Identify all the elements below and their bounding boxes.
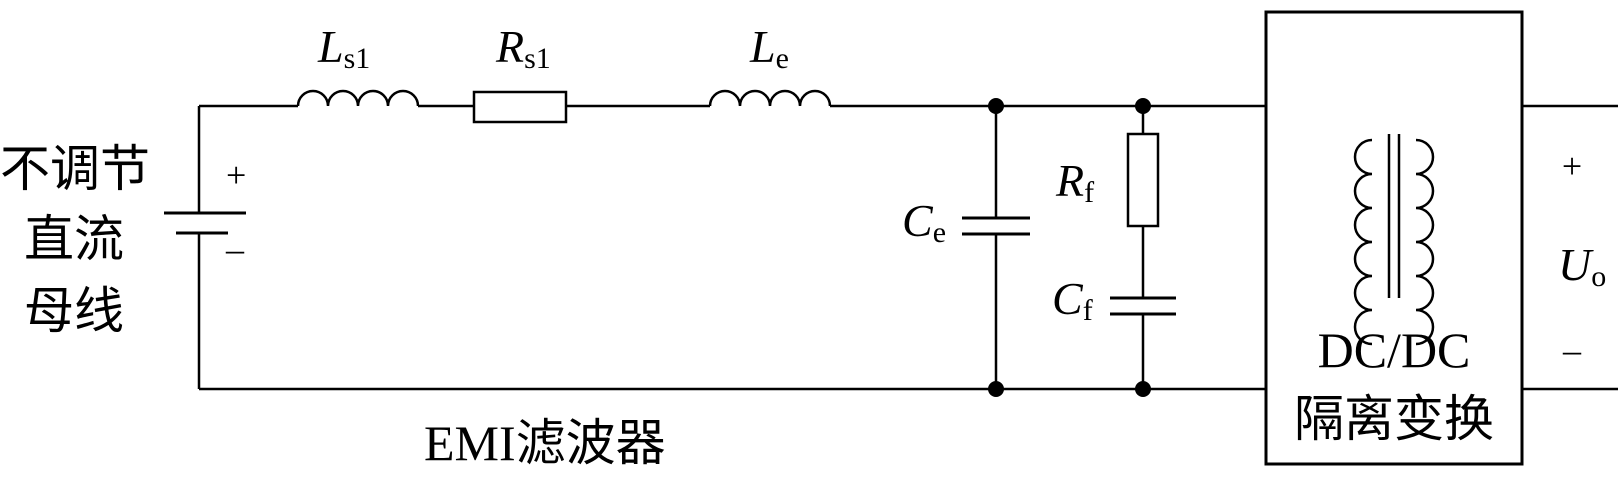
converter-label-line2: 隔离变换 <box>1294 391 1494 447</box>
source-label-line1: 不调节 <box>0 141 150 197</box>
le-symbol: L <box>749 21 776 72</box>
inductor-ls1 <box>296 89 420 107</box>
rs1-symbol: R <box>495 21 524 72</box>
output-minus-sign: – <box>1562 330 1582 370</box>
output-voltage-label: Uo <box>1558 239 1606 293</box>
ls1-symbol: L <box>317 21 344 72</box>
ce-label: Ce <box>902 195 946 249</box>
transformer-icon <box>1353 134 1435 346</box>
source-minus-sign: – <box>225 229 245 269</box>
source-label-line2: 直流 <box>24 211 124 267</box>
output-subscript: o <box>1591 260 1606 293</box>
capacitor-ce <box>962 216 1030 236</box>
junction-dot <box>1135 381 1151 397</box>
cf-subscript: f <box>1083 294 1093 327</box>
le-label: Le <box>749 21 789 75</box>
dc-source <box>164 211 246 235</box>
emi-filter-label: EMI滤波器 <box>424 415 666 471</box>
wires <box>197 104 1618 391</box>
capacitor-cf <box>1110 296 1176 316</box>
ce-subscript: e <box>933 216 946 249</box>
junction-dot <box>988 381 1004 397</box>
le-subscript: e <box>776 42 789 75</box>
rs1-label: Rs1 <box>495 21 551 75</box>
rf-subscript: f <box>1084 176 1094 209</box>
inductor-le <box>708 89 832 107</box>
output-symbol: U <box>1558 239 1594 290</box>
rs1-subscript: s1 <box>524 42 551 75</box>
ce-symbol: C <box>902 195 934 246</box>
cf-label: Cf <box>1052 273 1093 327</box>
junction-dot <box>988 98 1004 114</box>
resistor-rs1 <box>472 90 568 124</box>
output-plus-sign: + <box>1562 146 1582 186</box>
converter-label-line1: DC/DC <box>1318 322 1471 378</box>
source-plus-sign: + <box>226 155 246 195</box>
rf-label: Rf <box>1055 155 1094 209</box>
ls1-label: Ls1 <box>317 21 370 75</box>
junction-dot <box>1135 98 1151 114</box>
cf-symbol: C <box>1052 273 1084 324</box>
rf-symbol: R <box>1055 155 1084 206</box>
dcdc-converter-box <box>1264 10 1524 466</box>
source-label-line3: 母线 <box>24 283 124 339</box>
ls1-subscript: s1 <box>344 42 371 75</box>
resistor-rf <box>1126 132 1160 228</box>
